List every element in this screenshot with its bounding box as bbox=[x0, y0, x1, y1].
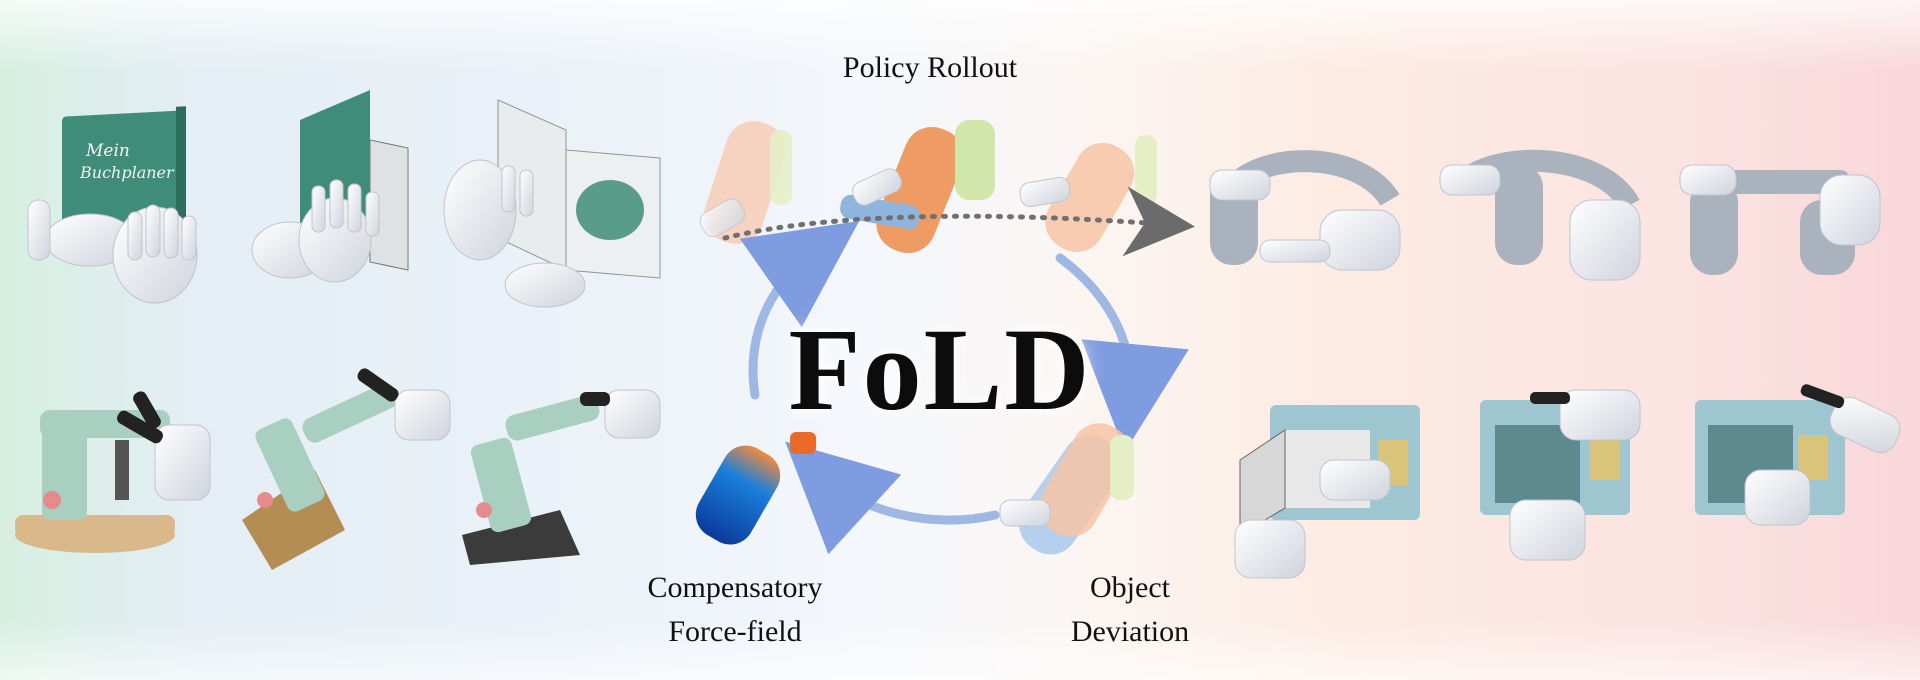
book-scene-1: Mein Buchplaner bbox=[27, 106, 198, 304]
cycle-arrow-left bbox=[739, 221, 860, 400]
policy-rollout-label: Policy Rollout bbox=[842, 51, 1018, 84]
compensatory-line-2: Force-field bbox=[668, 615, 802, 648]
microscope-scene-3 bbox=[462, 389, 661, 565]
compensatory-line-1: Compensatory bbox=[647, 571, 823, 604]
microwave-scene-1 bbox=[1234, 405, 1420, 579]
fold-title: FoLD bbox=[788, 304, 1092, 435]
book-cover-title-2: Buchplaner bbox=[79, 163, 175, 182]
compensatory-force-field-label: Compensatory Force-field bbox=[595, 566, 875, 654]
headset-scene-2 bbox=[1439, 149, 1641, 281]
microscope-scene-1 bbox=[15, 391, 211, 553]
deviation-line-2: Deviation bbox=[1070, 615, 1190, 648]
object-deviation-hands bbox=[999, 423, 1134, 555]
object-deviation-label: Object Deviation bbox=[1030, 566, 1230, 654]
microscope-scene-2 bbox=[242, 368, 451, 570]
headset-scene-3 bbox=[1679, 164, 1881, 275]
headset-scene-1 bbox=[1209, 150, 1401, 271]
force-field-bottle bbox=[695, 432, 816, 545]
policy-rollout-hands bbox=[699, 120, 1157, 254]
book-cover-title-1: Mein bbox=[85, 141, 130, 161]
top-fade bbox=[0, 0, 1920, 70]
cycle-arrow-right bbox=[1055, 253, 1189, 452]
microwave-scene-3 bbox=[1695, 384, 1901, 526]
book-scene-3 bbox=[443, 99, 661, 308]
bottom-fade bbox=[0, 620, 1920, 680]
deviation-line-1: Object bbox=[1090, 571, 1170, 604]
microwave-scene-2 bbox=[1480, 389, 1641, 561]
book-scene-2 bbox=[251, 90, 409, 283]
cycle-arrow-bottom bbox=[785, 441, 1000, 555]
